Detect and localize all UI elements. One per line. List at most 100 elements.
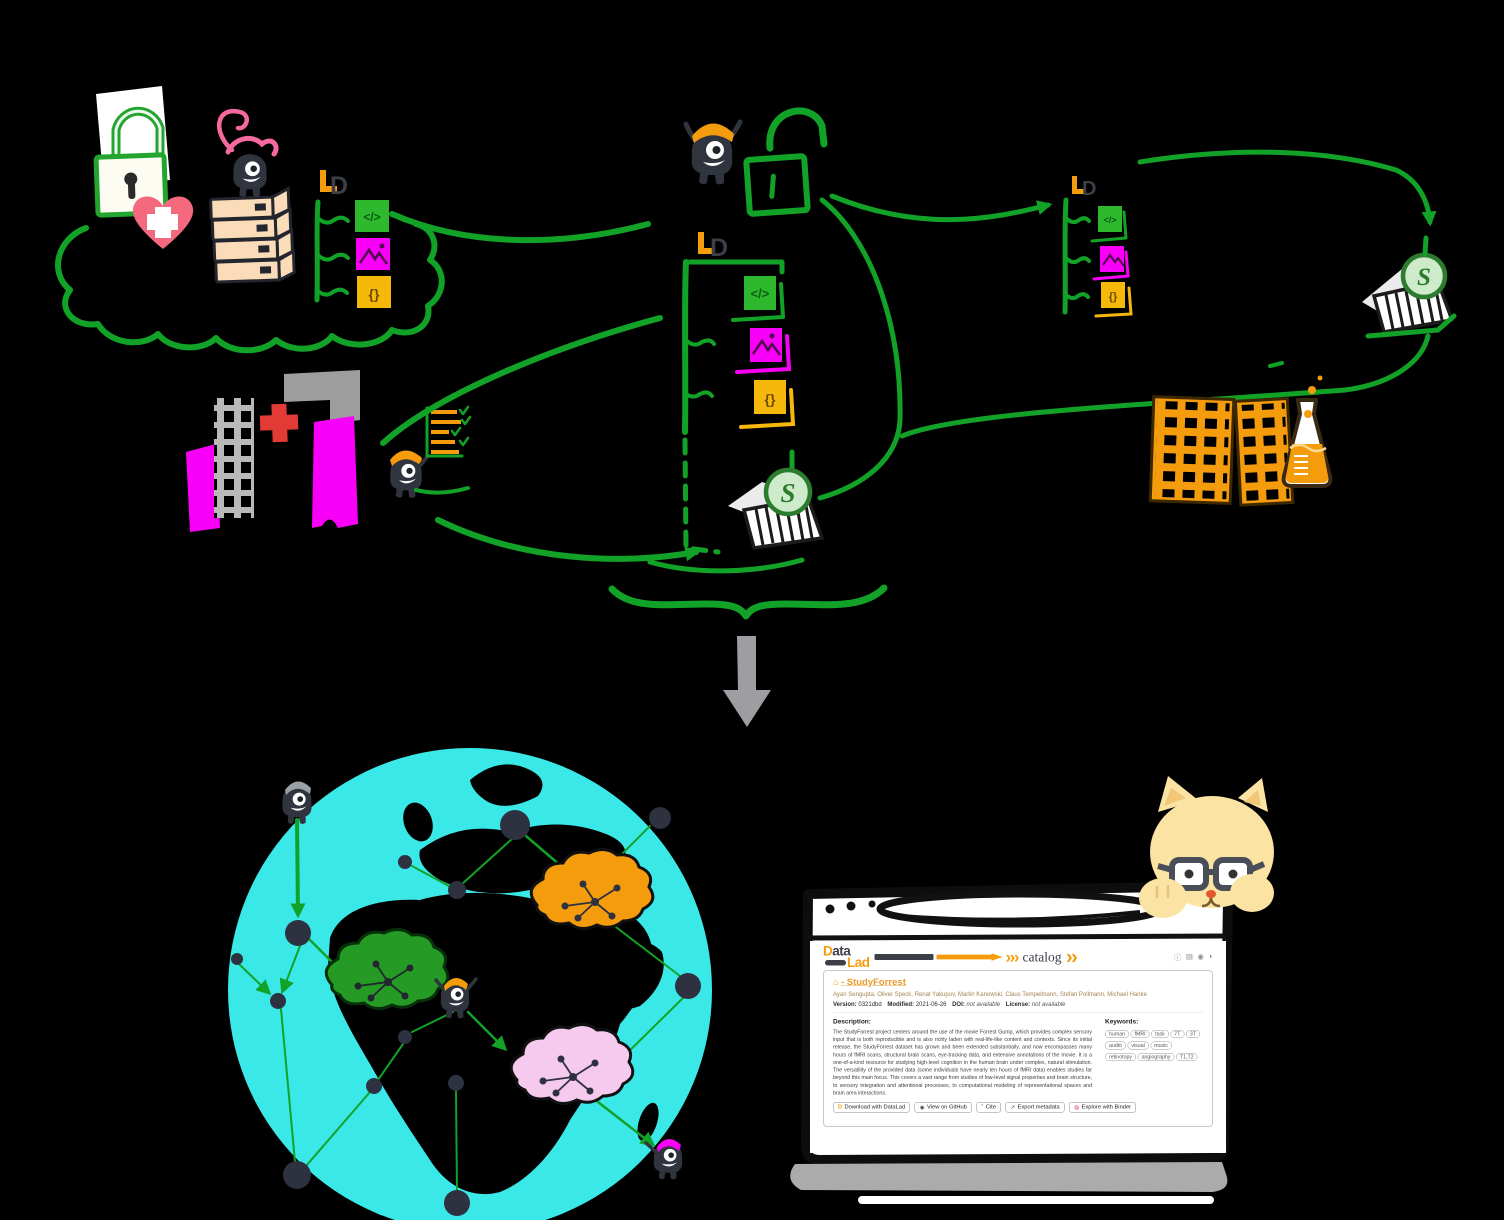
doi-value: not available (966, 1000, 1001, 1008)
action-button-icon: ↗ (1010, 1104, 1016, 1111)
doi-label: DOI: (952, 1000, 965, 1008)
orange-cap (444, 977, 468, 991)
datalad-d-logo (1072, 176, 1086, 194)
s3-letter: S (780, 478, 795, 508)
curly-brace (608, 584, 888, 620)
file-tree-mid: D </> {} (682, 232, 796, 435)
medical-heart-icon (132, 196, 194, 249)
padlock-open (743, 107, 828, 217)
cat-paw (1139, 878, 1187, 918)
action-button-icon: D (838, 1104, 842, 1111)
code-file-icon (744, 276, 776, 310)
s3-bucket-right: S (1362, 235, 1457, 339)
braces-glyph: {} (1109, 291, 1118, 303)
keyword-pill[interactable]: fMRI (1130, 1030, 1150, 1038)
creature-globe-gray (282, 781, 312, 824)
logo-letter-d: D (823, 943, 833, 959)
creature-unlocker (683, 119, 743, 185)
action-button[interactable]: ◎Explore with Binder (1069, 1101, 1137, 1113)
globe-network-links (238, 818, 684, 1195)
keyword-pill[interactable]: visual (1127, 1041, 1149, 1050)
authors: Ayan Sengupta, Oliver Speck, Renat Yakup… (833, 990, 1147, 998)
modified-value: 2021-06-26 (915, 1000, 947, 1008)
divider (833, 1012, 1203, 1013)
modified-label: Modified: (887, 1000, 915, 1008)
orange-cap (692, 123, 734, 143)
laptop-screen: Data Lad ››› catalog ›› ⓘ▤ ◉ ◗ ⌂ - StudyFo… (810, 941, 1226, 1153)
keyword-pill[interactable]: 3T (1185, 1030, 1201, 1038)
logo-swoosh (825, 959, 846, 966)
dataset-title-link[interactable]: - StudyForrest (840, 977, 906, 988)
keyword-pill[interactable]: music (1150, 1041, 1172, 1050)
cloud-pink-sibling (509, 1023, 635, 1105)
creature-checklist (390, 450, 430, 498)
action-button[interactable]: ”Cite (976, 1101, 1001, 1113)
cat (1139, 776, 1274, 918)
research-building (1148, 395, 1295, 507)
description-section: Description: The StudyForrest project ce… (833, 1017, 1092, 1097)
globe (228, 748, 712, 1220)
description-text: The StudyForrest project centers around … (833, 1029, 1092, 1096)
keyword-pill[interactable]: T1,T2 (1175, 1053, 1198, 1061)
orange-cap (390, 450, 422, 466)
version-label: Version: (833, 1000, 857, 1008)
header-icon[interactable]: ▤ (1185, 952, 1193, 961)
json-file-icon (1101, 282, 1125, 308)
gray-cap (285, 781, 311, 795)
padlock-closed (93, 86, 170, 218)
logo-text-lad: Lad (847, 955, 870, 970)
code-file-icon (355, 200, 389, 232)
description-label: Description: (833, 1017, 871, 1026)
catalog-header: Data Lad ››› catalog ›› ⓘ▤ ◉ ◗ (810, 941, 1226, 970)
metadata-checklist (414, 405, 472, 495)
city-buildings (186, 370, 360, 532)
header-icon[interactable]: ◉ (1197, 952, 1204, 961)
keyword-pill[interactable]: human (1105, 1030, 1130, 1038)
keywords-label: Keywords: (1105, 1017, 1139, 1026)
code-glyph: </> (751, 286, 770, 301)
lab-flask (1281, 375, 1333, 488)
banner-bar-dark (874, 954, 934, 960)
file-tree-left: D </> {} (314, 170, 391, 308)
header-icon[interactable]: ◗ (1208, 951, 1213, 961)
action-button[interactable]: ◉View on GitHub (914, 1101, 972, 1113)
keyword-pill[interactable]: task (1151, 1030, 1169, 1038)
datalad-logo[interactable]: Data Lad (823, 943, 870, 970)
keyword-pill[interactable]: angiography (1137, 1053, 1175, 1061)
globe-network-nodes (231, 807, 701, 1216)
version-value: 0321dbd (858, 1000, 882, 1008)
dataset-title-row: ⌂ - StudyForrest (833, 977, 1203, 988)
header-icon[interactable]: ⓘ (1173, 953, 1182, 962)
keyword-pill[interactable]: retinotopy (1105, 1053, 1137, 1061)
cat-paw (1230, 874, 1274, 912)
action-button[interactable]: ↗Export metadata (1005, 1101, 1065, 1113)
checkmarks (450, 405, 472, 447)
license-value: not available (1031, 1000, 1066, 1008)
gray-tower (214, 398, 254, 518)
cloud-green-sibling (324, 928, 450, 1010)
meta-line: Version: 0321dbd Modified: 2021-06-26 DO… (833, 1001, 1203, 1008)
action-button-icon: ◎ (1074, 1104, 1080, 1111)
chevron-icons: ››› (1005, 947, 1020, 967)
keyword-pill[interactable]: 7T (1170, 1030, 1185, 1038)
pink-brain-hair (225, 135, 279, 157)
catalog-banner: ››› catalog ›› (874, 947, 1078, 967)
creature-globe-orange (434, 977, 478, 1019)
keyword-pill[interactable]: audio (1105, 1041, 1126, 1050)
code-glyph: </> (363, 210, 380, 224)
datalad-d-letter: D (1082, 178, 1096, 200)
action-button-icon: ” (981, 1104, 984, 1111)
laptop-base (790, 1162, 1228, 1192)
json-file-icon (754, 380, 786, 414)
code-glyph: </> (1103, 215, 1116, 225)
banner-arrow-orange (937, 953, 1003, 961)
s3-letter: S (1417, 264, 1431, 291)
datalad-d-letter: D (710, 234, 728, 262)
cloud-orange-sibling (529, 848, 655, 930)
connector-lines (380, 149, 1437, 574)
home-icon[interactable]: ⌂ (833, 977, 839, 987)
